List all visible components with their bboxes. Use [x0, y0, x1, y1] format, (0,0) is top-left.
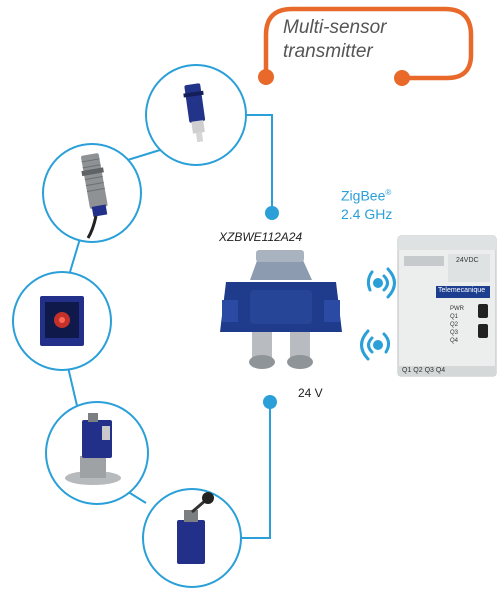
receiver-supply-label: 24VDC [456, 257, 479, 264]
sensor-circle-compact-photoelectric [12, 271, 112, 371]
zigbee-frequency: 2.4 GHz [341, 205, 393, 222]
callout-dot-left [258, 69, 274, 85]
receiver-brand: Telemecanique [438, 287, 486, 294]
bottom-connector-dot [263, 395, 277, 409]
sensor-circle-photoelectric [145, 64, 247, 166]
callout-dot-right [394, 70, 410, 86]
sensor-circle-pressure-switch [45, 401, 149, 505]
transmitter-part-number: XZBWE112A24 [219, 230, 303, 244]
callout-title: Multi-sensor transmitter [283, 16, 386, 64]
transmitter-device [220, 250, 342, 369]
sensor-circle-inductive [42, 143, 142, 243]
zigbee-protocol: ZigBee [341, 187, 386, 204]
receiver-terminals: Q1 Q2 Q3 Q4 [402, 367, 446, 374]
zigbee-label: ZigBee® 2.4 GHz [341, 184, 392, 223]
top-connector-dot [265, 206, 279, 220]
receiver-output-pwr: PWR [450, 306, 464, 312]
callout-frame [263, 6, 474, 81]
zigbee-registered-mark: ® [385, 188, 392, 197]
radio-wave-incoming-icon [366, 267, 396, 299]
receiver-output-q1: Q1 [450, 314, 459, 320]
callout-line-1: Multi-sensor [283, 17, 387, 38]
receiver-output-q2: Q2 [450, 322, 459, 328]
receiver-output-list: PWR Q1 Q2 Q3 Q4 [450, 305, 464, 345]
callout-line-2: transmitter [283, 41, 373, 62]
sensor-circle-limit-switch [142, 488, 242, 588]
receiver-output-q3: Q3 [450, 330, 459, 336]
receiver-module [397, 235, 497, 377]
radio-wave-outgoing-icon [360, 329, 391, 361]
receiver-output-q4: Q4 [450, 338, 459, 344]
supply-voltage-label: 24 V [298, 386, 323, 400]
